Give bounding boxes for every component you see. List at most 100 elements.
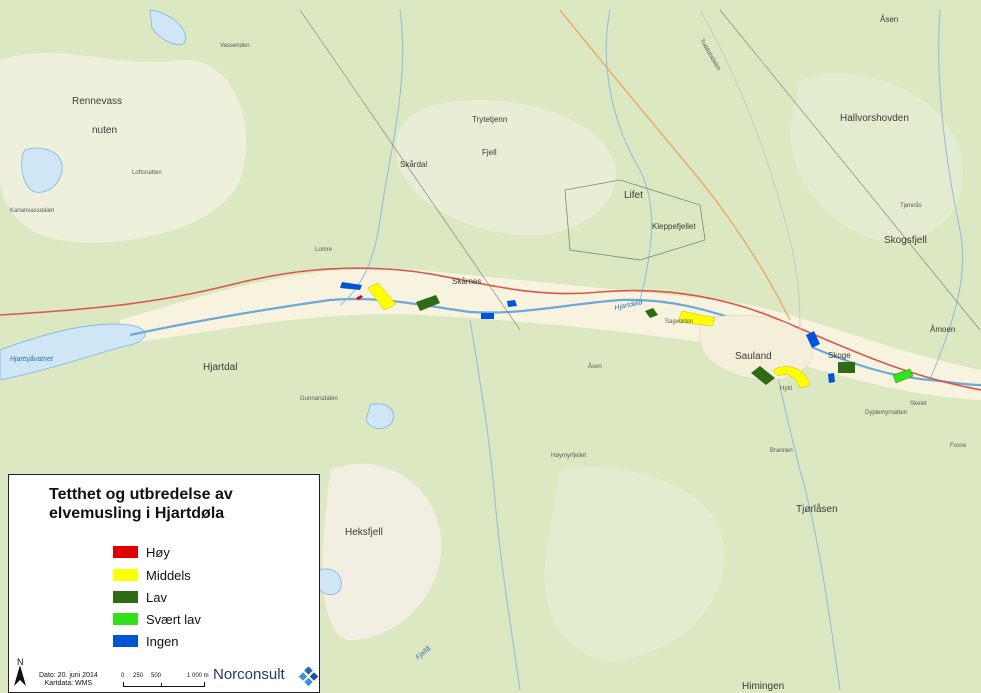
segment-middels — [677, 310, 716, 327]
open-mountain-area — [544, 467, 725, 661]
map-label: Hjartdal — [203, 362, 237, 373]
segment-lav — [838, 362, 855, 373]
map-label: Loftsnatten — [132, 170, 162, 176]
map-label: Åsen — [588, 363, 602, 370]
segment-hoy — [356, 295, 363, 300]
segment-lav — [751, 366, 775, 385]
map-label: Dyplemyrnatten — [865, 410, 907, 416]
scale-bar-mid — [161, 683, 162, 687]
legend-label: Ingen — [146, 633, 179, 649]
map-label: Tjørlåsen — [796, 503, 838, 515]
lake-mid — [365, 403, 394, 429]
north-arrow-icon — [14, 665, 26, 686]
scale-bar: 0 250 500 1 000 m — [121, 673, 211, 689]
map-label: Trytetjenn — [472, 115, 507, 124]
segment-lav — [416, 295, 440, 311]
scale-tick: 0 — [121, 673, 125, 679]
powerline — [299, 9, 521, 331]
legend-item-middels: Middels — [113, 567, 191, 583]
open-mountain-area — [322, 463, 442, 640]
segment-svaert-lav — [892, 368, 914, 384]
map-label: Hyttl — [780, 386, 792, 392]
legend-swatch — [113, 635, 138, 647]
protected-area-outline — [564, 179, 706, 261]
map-label: Hjartsjåvatnet — [10, 355, 54, 363]
north-label: N — [17, 657, 24, 667]
map-label: Tjønnås — [900, 202, 922, 209]
map-label: Hallvorshovden — [840, 113, 909, 124]
legend-title: Tetthet og utbredelse av elvemusling i H… — [49, 486, 233, 522]
map-date: Dato: 20. juni 2014 — [39, 672, 98, 679]
legend-swatch — [113, 613, 138, 625]
stream — [769, 339, 841, 691]
legend-item-hoy: Høy — [113, 544, 170, 560]
open-mountain-area — [790, 73, 963, 242]
scale-tick: 1 000 m — [187, 673, 209, 679]
stream — [929, 9, 964, 381]
map-label: Lifet — [624, 190, 643, 201]
lake-hjartsjavatnet — [0, 323, 146, 381]
map-label: Lomre — [315, 247, 333, 253]
stream — [339, 9, 404, 306]
map-label: Heksfjell — [345, 527, 383, 538]
brand-name: Norconsult — [213, 666, 285, 683]
river-hjartdola — [129, 297, 981, 387]
map-label: Åsen — [880, 15, 898, 24]
legend-footer: N Dato: 20. juni 2014 Kartdata: WMS 0 25… — [9, 647, 319, 692]
valley-farmland — [120, 268, 981, 400]
legend-swatch — [113, 546, 138, 558]
segment-ingen — [806, 331, 820, 348]
map-label: Skårdal — [400, 160, 427, 169]
map-legend: Tetthet og utbredelse av elvemusling i H… — [8, 474, 320, 693]
map-label: Kananvassdalen — [10, 208, 54, 214]
norconsult-logo-icon — [299, 667, 319, 687]
map-label: Høymyrfjellet — [551, 453, 586, 459]
map-label: Brannen — [770, 448, 793, 454]
legend-item-ingen: Ingen — [113, 633, 179, 649]
map-label: Himingen — [742, 681, 784, 692]
legend-label: Svært lav — [146, 611, 201, 627]
scale-tick: 500 — [151, 673, 162, 679]
scale-bar-line — [123, 682, 205, 687]
map-label: Rennevass — [72, 96, 122, 107]
road-main — [0, 267, 981, 391]
legend-item-svaert-lav: Svært lav — [113, 611, 201, 627]
map-label: Gunnarsdalen — [300, 396, 338, 402]
legend-swatch — [113, 591, 138, 603]
legend-swatch — [113, 569, 138, 581]
segment-middels — [367, 282, 397, 311]
scale-tick: 250 — [133, 673, 144, 679]
map-metadata: Dato: 20. juni 2014 Kartdata: WMS — [39, 672, 98, 688]
segment-ingen — [828, 373, 835, 383]
map-source: Kartdata: WMS — [44, 680, 93, 687]
map-label: Skogsfjell — [884, 235, 927, 246]
map-label: nuten — [92, 125, 117, 136]
legend-label: Lav — [146, 589, 167, 605]
stream — [469, 319, 521, 691]
map-label: Sagvolden — [665, 319, 693, 325]
open-mountain-area — [0, 52, 247, 243]
map-label: Kleppefjellet — [652, 222, 696, 231]
legend-label: Middels — [146, 567, 191, 583]
legend-item-lav: Lav — [113, 589, 167, 605]
segment-ingen — [481, 313, 494, 319]
powerline — [719, 9, 981, 331]
lake-north — [21, 147, 63, 193]
map-label: Skoge — [828, 351, 851, 360]
map-label: Sauland — [735, 351, 772, 362]
road-northeast — [699, 9, 801, 331]
map-label: Skårnes — [452, 277, 481, 286]
segment-ingen — [340, 282, 362, 290]
legend-label: Høy — [146, 544, 170, 560]
lake-south — [317, 568, 342, 595]
map-label: Åmoen — [930, 325, 955, 334]
village-sauland — [699, 314, 813, 381]
open-mountain-area — [396, 100, 617, 236]
map-label: Fosse — [950, 443, 967, 449]
segment-ingen — [507, 300, 517, 307]
segment-lav — [645, 308, 658, 318]
map-label: Vassenden — [220, 43, 250, 49]
segment-middels — [772, 366, 811, 389]
map-label: Skeiet — [910, 401, 927, 407]
lake-top — [149, 9, 187, 46]
